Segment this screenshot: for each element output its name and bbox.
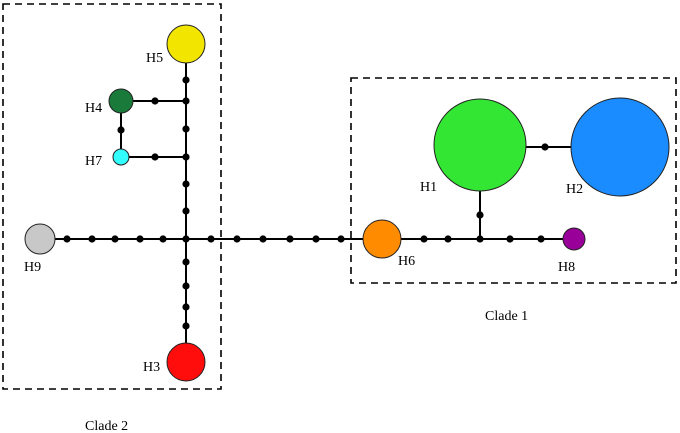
mutation-dot xyxy=(259,235,267,243)
mutation-dot xyxy=(117,126,125,134)
clade-1-label: Clade 1 xyxy=(485,309,528,324)
clade-2-box xyxy=(2,3,222,390)
mutation-dot xyxy=(207,235,215,243)
haplotype-label-h5: H5 xyxy=(146,51,163,66)
haplotype-node-h1 xyxy=(433,98,527,192)
mutation-dot xyxy=(182,322,190,330)
haplotype-label-h3: H3 xyxy=(143,360,160,375)
mutation-dot xyxy=(182,258,190,266)
mutation-dot xyxy=(182,153,190,161)
mutation-dot xyxy=(182,235,190,243)
haplotype-node-h6 xyxy=(362,219,402,259)
haplotype-nodes xyxy=(24,24,670,382)
clade-2-label: Clade 2 xyxy=(85,419,128,433)
mutation-dot xyxy=(136,235,144,243)
haplotype-node-h4 xyxy=(108,88,134,114)
mutation-dot xyxy=(151,97,159,105)
mutation-dot xyxy=(182,180,190,188)
mutation-dot xyxy=(476,211,484,219)
haplotype-label-h4: H4 xyxy=(85,101,102,116)
haplotype-node-h9 xyxy=(24,223,56,255)
haplotype-label-h2: H2 xyxy=(566,182,583,197)
haplotype-label-h6: H6 xyxy=(398,254,415,269)
haplotype-label-h9: H9 xyxy=(24,260,41,275)
haplotype-label-h8: H8 xyxy=(558,260,575,275)
haplotype-node-h7 xyxy=(112,148,130,166)
mutation-dot xyxy=(286,235,294,243)
mutation-dot xyxy=(88,235,96,243)
haplotype-node-h5 xyxy=(166,24,206,64)
haplotype-node-h3 xyxy=(166,342,206,382)
clade-1-box xyxy=(350,77,677,284)
mutation-dot xyxy=(182,76,190,84)
mutation-dot xyxy=(444,235,452,243)
mutation-dot xyxy=(182,97,190,105)
haplotype-label-h7: H7 xyxy=(85,154,102,169)
mutation-dot xyxy=(312,235,320,243)
haplotype-label-h1: H1 xyxy=(420,180,437,195)
mutation-dot xyxy=(537,235,545,243)
mutation-dot xyxy=(182,125,190,133)
mutation-dot xyxy=(233,235,241,243)
haplotype-labels: H1 H2 H3 H4 H5 H6 H7 H8 H9 xyxy=(24,51,583,375)
mutation-dot xyxy=(476,235,484,243)
mutation-dot xyxy=(541,143,549,151)
haplotype-node-h2 xyxy=(570,97,670,197)
mutation-dot xyxy=(506,235,514,243)
mutation-dot xyxy=(159,235,167,243)
mutation-dot xyxy=(420,235,428,243)
mutation-dot xyxy=(182,207,190,215)
mutation-dot xyxy=(111,235,119,243)
mutation-dot xyxy=(151,153,159,161)
haplotype-node-h8 xyxy=(562,227,586,251)
mutation-steps xyxy=(63,76,549,330)
mutation-dot xyxy=(182,303,190,311)
mutation-dot xyxy=(182,282,190,290)
mutation-dot xyxy=(63,235,71,243)
mutation-dot xyxy=(337,235,345,243)
